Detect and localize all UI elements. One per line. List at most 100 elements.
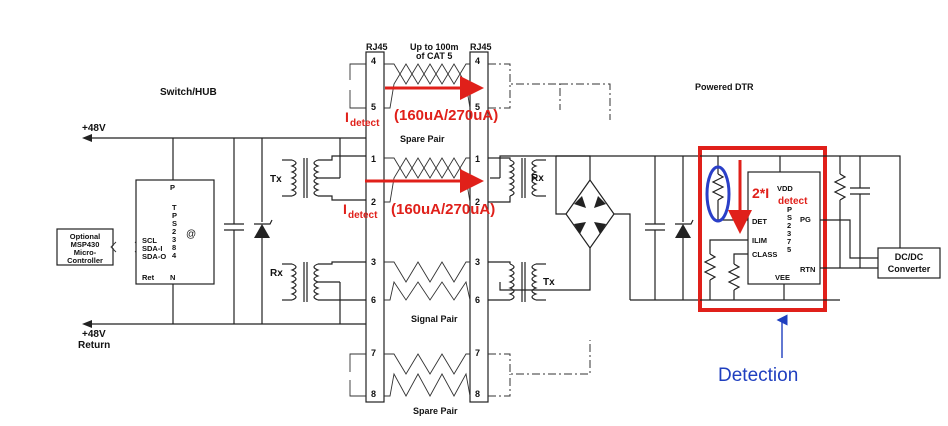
- pd-tx-label: Tx: [543, 277, 555, 288]
- pd-pin-vee: VEE: [775, 273, 790, 282]
- mcu-label-3: Micro-: [74, 248, 97, 257]
- rj45-left-pin: 6: [371, 295, 376, 305]
- twisted-pair-7-8: [384, 353, 471, 397]
- idetect-1-value: (160uA/270uA): [394, 107, 498, 124]
- class-lead: [733, 253, 748, 264]
- pse-pin-p: P: [170, 183, 175, 192]
- diode-bridge-icon: [565, 178, 615, 266]
- pse-chip-letter: 8: [172, 243, 176, 252]
- spare-pair-pse-stub-bottom: [349, 380, 366, 397]
- mcu-label-1: Optional: [70, 232, 100, 241]
- pse-pin-sda-i: SDA-I: [142, 244, 162, 253]
- rj45-right-pin: 4: [475, 56, 480, 66]
- mcu-bus-left-head: [110, 241, 117, 253]
- cable-length-label-2: of CAT 5: [416, 51, 452, 61]
- pse-pin-ret: Ret: [142, 273, 155, 282]
- bridge-left-node: [555, 156, 566, 215]
- pd-chip-letter: 5: [787, 245, 791, 254]
- pd-pin-pg: PG: [800, 215, 811, 224]
- rj45-right-connector: [469, 51, 489, 403]
- idetect-2-sub: detect: [348, 210, 378, 221]
- ilim-resistor-icon: [703, 253, 717, 281]
- powered-dtr-title: Powered DTR: [695, 82, 754, 92]
- bridge-right-node: [614, 213, 631, 300]
- detection-resistor-icon: [711, 173, 725, 201]
- pd-tvs-diode-icon: [675, 224, 691, 238]
- spare-pair-pse-stub: [349, 90, 366, 109]
- pd-ct-lower: [499, 266, 591, 291]
- rj45-left-label: RJ45: [366, 42, 388, 52]
- pd-tvs-bar: [675, 219, 694, 225]
- spare-pair-pd-dashed: [488, 63, 561, 110]
- pse-chip-letter: 3: [172, 235, 176, 244]
- twisted-pair-3-6: [384, 261, 471, 301]
- spare-pair-pse-stub-bottom: [349, 353, 366, 372]
- pse-pin-sda-o: SDA-O: [142, 252, 166, 261]
- two-idetect-sub: detect: [778, 196, 808, 207]
- pd-pin-class: CLASS: [752, 250, 777, 259]
- mcu-label-4: Controller: [67, 256, 103, 265]
- pd-pin-ilim: ILIM: [752, 236, 767, 245]
- cable-length-label-1: Up to 100m: [410, 42, 459, 52]
- converter-feed: [860, 155, 901, 248]
- plus48v-label: +48V: [82, 123, 106, 134]
- pse-rx-transformer: [282, 261, 372, 324]
- pd-ct-upper: [499, 155, 591, 180]
- rj45-right-pin: 6: [475, 295, 480, 305]
- pd-chip-letter: 2: [787, 221, 791, 230]
- pd-rx-transformer: [488, 157, 546, 203]
- return-label-1: +48V: [82, 329, 106, 340]
- ilim-lead: [709, 239, 748, 254]
- idetect-1-main: I: [345, 109, 349, 125]
- rj45-left-pin: 3: [371, 257, 376, 267]
- spare-pair-pd-dashed-bottom: [488, 340, 591, 375]
- pse-rx-label: Rx: [270, 268, 283, 279]
- twisted-pair-1-2: [384, 157, 471, 203]
- rj45-left-pin: 2: [371, 197, 376, 207]
- converter-label-1: DC/DC: [895, 252, 924, 262]
- pse-chip-at: @: [186, 229, 196, 240]
- spare-pair-pd-dashed-bottom: [488, 374, 511, 397]
- detection-highlight-box: [698, 146, 827, 312]
- pd-chip-letter: 7: [787, 237, 791, 246]
- spare-pair-bottom-label: Spare Pair: [413, 406, 458, 416]
- mcu-label-2: MSP430: [71, 240, 100, 249]
- pd-chip-letter: 3: [787, 229, 791, 238]
- pse-chip-letter: 2: [172, 227, 176, 236]
- spare-pair-pd-dashed: [488, 84, 511, 109]
- rj45-left-pin: 8: [371, 389, 376, 399]
- rj45-right-pin: 7: [475, 348, 480, 358]
- pd-pin-vdd: VDD: [777, 184, 793, 193]
- rj45-left-pin: 4: [371, 56, 376, 66]
- pse-chip-letter: S: [172, 219, 177, 228]
- rj45-right-pin: 5: [475, 102, 480, 112]
- pd-chip-letter: S: [787, 213, 792, 222]
- switch-hub-title: Switch/HUB: [160, 87, 217, 98]
- class-resistor-icon: [727, 263, 741, 291]
- pse-chip-letter: P: [172, 211, 177, 220]
- pd-controller-box: [747, 171, 821, 285]
- idetect-1-sub: detect: [350, 118, 380, 129]
- output-resistor-icon: [833, 173, 847, 201]
- rj45-left-connector: [365, 51, 385, 403]
- rj45-right-pin: 1: [475, 154, 480, 164]
- pse-tx-transformer: [282, 138, 372, 201]
- tvs-diode-icon: [254, 224, 270, 238]
- two-idetect-main: 2*I: [752, 185, 769, 201]
- pg-line: [820, 219, 878, 259]
- converter-label-2: Converter: [888, 264, 931, 274]
- spare-pair-top-label: Spare Pair: [400, 134, 445, 144]
- rj45-right-label: RJ45: [470, 42, 492, 52]
- return-label-2: Return: [78, 340, 110, 351]
- idetect-2-value: (160uA/270uA): [391, 201, 495, 218]
- pse-chip-letter: 4: [172, 251, 177, 260]
- tvs-bar: [254, 219, 273, 225]
- rj45-left-pin: 7: [371, 348, 376, 358]
- pd-pin-rtn: RTN: [800, 265, 815, 274]
- pd-rx-label: Rx: [531, 173, 544, 184]
- twisted-pair-4-5: [384, 63, 471, 109]
- rj45-right-pin: 8: [475, 389, 480, 399]
- idetect-2-main: I: [343, 201, 347, 217]
- signal-pair-label: Signal Pair: [411, 314, 458, 324]
- pd-pin-det: DET: [752, 217, 767, 226]
